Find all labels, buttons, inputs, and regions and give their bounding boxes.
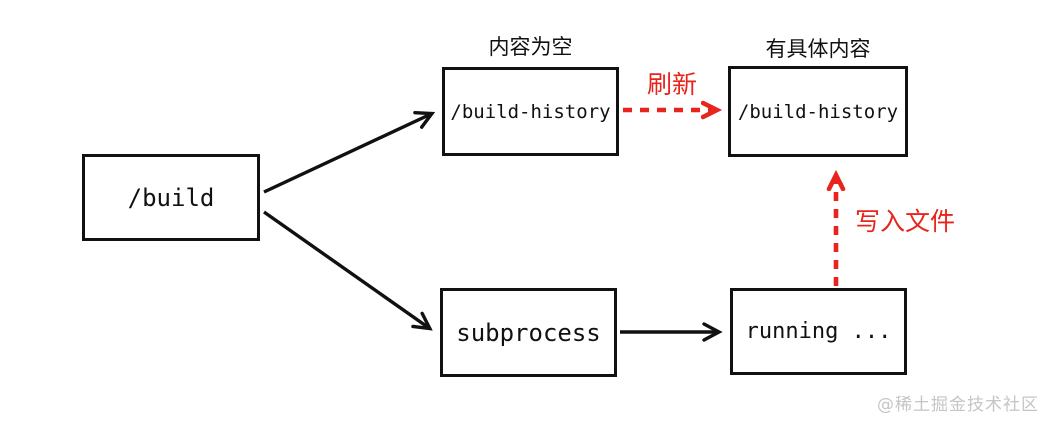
annotation-content-empty: 内容为空 <box>488 35 573 59</box>
annotation-content-filled: 有具体内容 <box>765 37 871 61</box>
node-running-label: running ... <box>745 319 892 344</box>
node-subprocess: subprocess <box>440 288 617 377</box>
edge-label-refresh: 刷新 <box>646 70 697 99</box>
edge-build-to-subprocess <box>263 210 433 331</box>
node-build-history-filled: /build-history <box>728 66 908 157</box>
node-build-history-filled-label: /build-history <box>737 100 899 123</box>
node-build: /build <box>82 154 260 241</box>
edge-label-write-file: 写入文件 <box>855 207 956 236</box>
node-build-label: /build <box>127 183 215 212</box>
node-running: running ... <box>730 288 907 375</box>
edge-build-to-history-empty <box>263 110 436 194</box>
node-build-history-empty: /build-history <box>442 67 619 156</box>
node-build-history-empty-label: /build-history <box>450 100 611 123</box>
watermark: @稀土掘金技术社区 <box>877 395 1039 415</box>
node-subprocess-label: subprocess <box>456 318 601 347</box>
